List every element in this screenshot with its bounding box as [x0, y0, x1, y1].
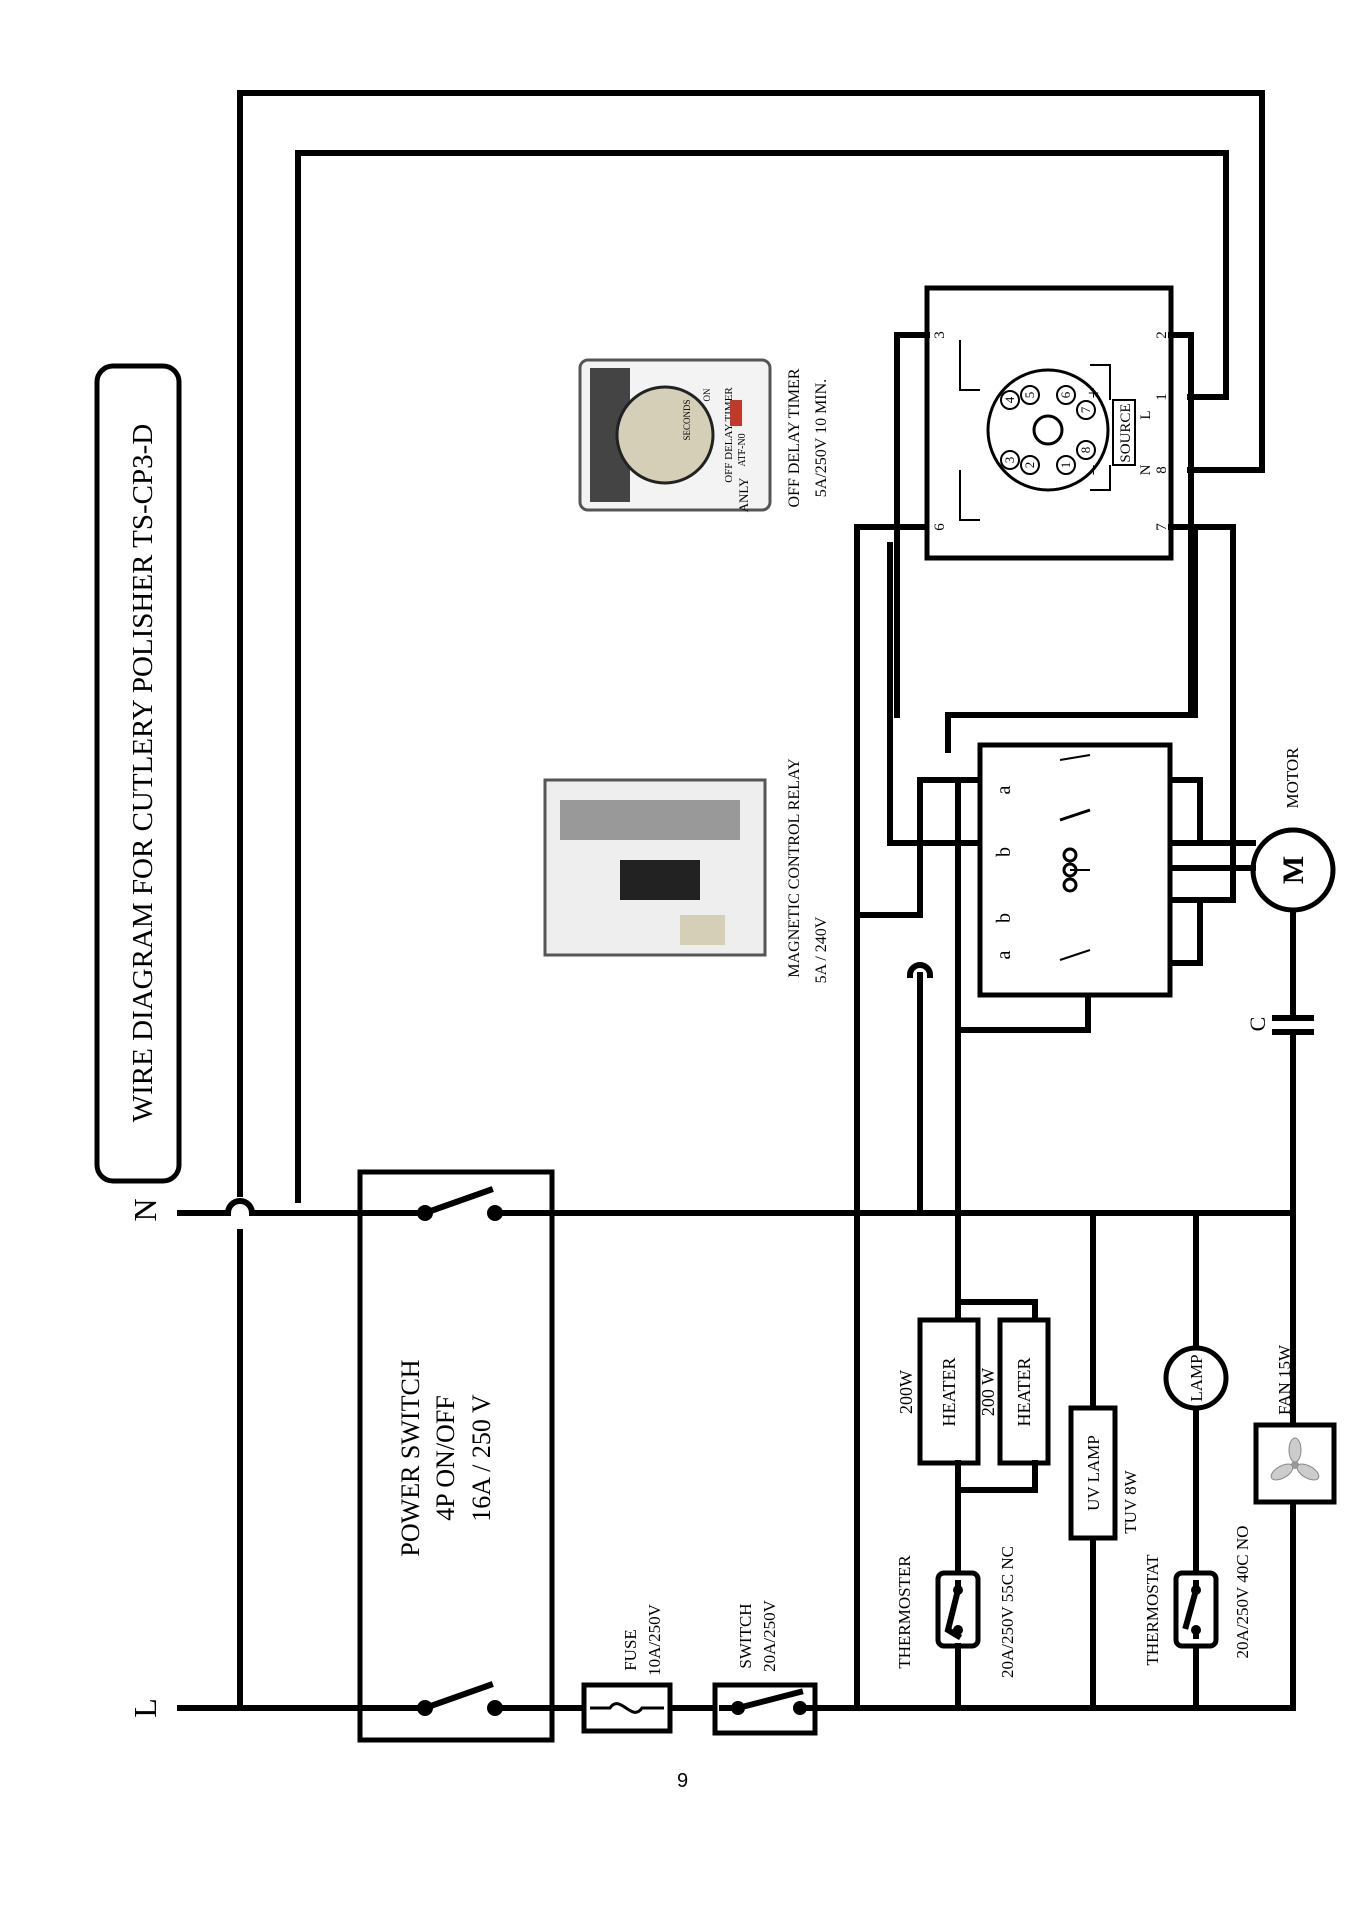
lamp: LAMP	[1163, 1345, 1229, 1411]
relay-contact-a-1: a	[993, 785, 1015, 794]
timer-inner-pin-7: 7	[1078, 406, 1093, 413]
relay-contact-b-1: b	[993, 847, 1015, 857]
timer-name: OFF DELAY TIMER	[786, 368, 803, 507]
thermoster-rating: 20A/250V 55C NC	[998, 1546, 1017, 1678]
page-number: 9	[676, 1770, 689, 1792]
timer-photo-model: ATF-N0	[737, 433, 748, 466]
relay-photo	[543, 778, 767, 957]
uv-lamp-name: UV LAMP	[1084, 1435, 1103, 1511]
fuse-name: FUSE	[621, 1629, 640, 1671]
timer-inner-pin-3: 3	[1002, 457, 1017, 464]
heater-1-power: 200W	[896, 1370, 916, 1414]
timer-inner-pin-6: 6	[1058, 391, 1073, 398]
outer-wiring	[177, 90, 1265, 1711]
heater-1-label: HEATER	[939, 1358, 959, 1427]
thermostat: THERMOSTAT 20A/250V 40C NO	[1143, 1526, 1252, 1666]
timer-inner-pin-4: 4	[1002, 396, 1017, 403]
neutral-label: N	[127, 1198, 163, 1221]
timer-photo-dial: SECONDS	[682, 399, 692, 440]
power-switch-type: 4P ON/OFF	[431, 1395, 460, 1520]
fan-icon	[1270, 1437, 1320, 1481]
title-box: WIRE DIAGRAM FOR CUTLERY POLISHER TS-CP3…	[94, 363, 182, 1184]
capacitor: C	[1245, 907, 1314, 1216]
thermostat-rating: 20A/250V 40C NO	[1233, 1526, 1252, 1659]
timer-source-label: SOURCE	[1118, 403, 1134, 462]
thermoster: THERMOSTER 20A/250V 55C NC	[895, 1546, 1017, 1678]
power-switch: POWER SWITCH 4P ON/OFF 16A / 250 V	[357, 1169, 555, 1743]
timer-inner-pin-2: 2	[1022, 462, 1037, 469]
live-label: L	[127, 1698, 163, 1718]
relay-name: MAGNETIC CONTROL RELAY	[786, 758, 803, 978]
diagram-title: WIRE DIAGRAM FOR CUTLERY POLISHER TS-CP3…	[127, 424, 159, 1122]
switch-rating: 20A/250V	[760, 1599, 779, 1672]
power-switch-rating: 16A / 250 V	[467, 1394, 496, 1522]
timer-photo: ANLY OFF DELAY TIMER ATF-N0 SECONDS ON	[578, 358, 772, 512]
uv-lamp: UV LAMP TUV 8W	[1068, 1405, 1140, 1541]
off-delay-timer: 3 2 1 8 7 6 SOURCE L N + − 4 5 6 7 8 1 2…	[786, 285, 1174, 561]
motor: M MOTOR	[1250, 747, 1336, 913]
timer-pin-7: 7	[1154, 523, 1170, 531]
timer-pin-1: 1	[1154, 393, 1170, 401]
relay-rating: 5A / 240V	[813, 916, 830, 983]
thermostat-name: THERMOSTAT	[1143, 1554, 1162, 1666]
timer-inner-pin-8: 8	[1078, 447, 1093, 454]
timer-pin-3: 3	[932, 331, 948, 339]
switch: SWITCH 20A/250V	[712, 1599, 818, 1736]
fan: FAN 15W	[1253, 1344, 1337, 1505]
timer-inner-pin-1: 1	[1058, 462, 1073, 469]
relay-contact-a-2: a	[993, 950, 1015, 959]
timer-rating: 5A/250V 10 MIN.	[813, 379, 830, 497]
fan-name: FAN 15W	[1275, 1344, 1294, 1415]
magnetic-relay: a b b a MAGNETIC CONTROL RELAY 5A / 240V	[786, 742, 1173, 998]
capacitor-label: C	[1245, 1017, 1270, 1032]
timer-minus: −	[1083, 464, 1105, 475]
timer-pin-8: 8	[1154, 466, 1170, 474]
heater-group: HEATER 200W HEATER 200 W	[896, 1299, 1051, 1576]
timer-pin-6: 6	[932, 523, 948, 531]
fuse: FUSE 10A/250V	[581, 1603, 673, 1734]
uv-lamp-rating: TUV 8W	[1121, 1469, 1140, 1533]
motor-symbol: M	[1277, 856, 1310, 884]
heater-2-label: HEATER	[1014, 1358, 1034, 1427]
timer-photo-on: ON	[702, 388, 712, 401]
lamp-name: LAMP	[1187, 1354, 1206, 1401]
relay-contact-b-2: b	[993, 913, 1015, 923]
switch-name: SWITCH	[736, 1603, 755, 1668]
timer-source-n: N	[1138, 464, 1154, 475]
power-switch-name: POWER SWITCH	[396, 1359, 425, 1556]
motor-name: MOTOR	[1283, 747, 1302, 809]
timer-pin-2: 2	[1154, 331, 1170, 339]
timer-source-l: L	[1138, 410, 1154, 419]
thermoster-name: THERMOSTER	[895, 1555, 914, 1669]
timer-photo-brand: ANLY	[736, 477, 751, 512]
heater-2-power: 200 W	[978, 1368, 998, 1416]
timer-plus: +	[1083, 387, 1105, 398]
timer-inner-pin-5: 5	[1022, 392, 1037, 399]
fuse-rating: 10A/250V	[645, 1603, 664, 1676]
